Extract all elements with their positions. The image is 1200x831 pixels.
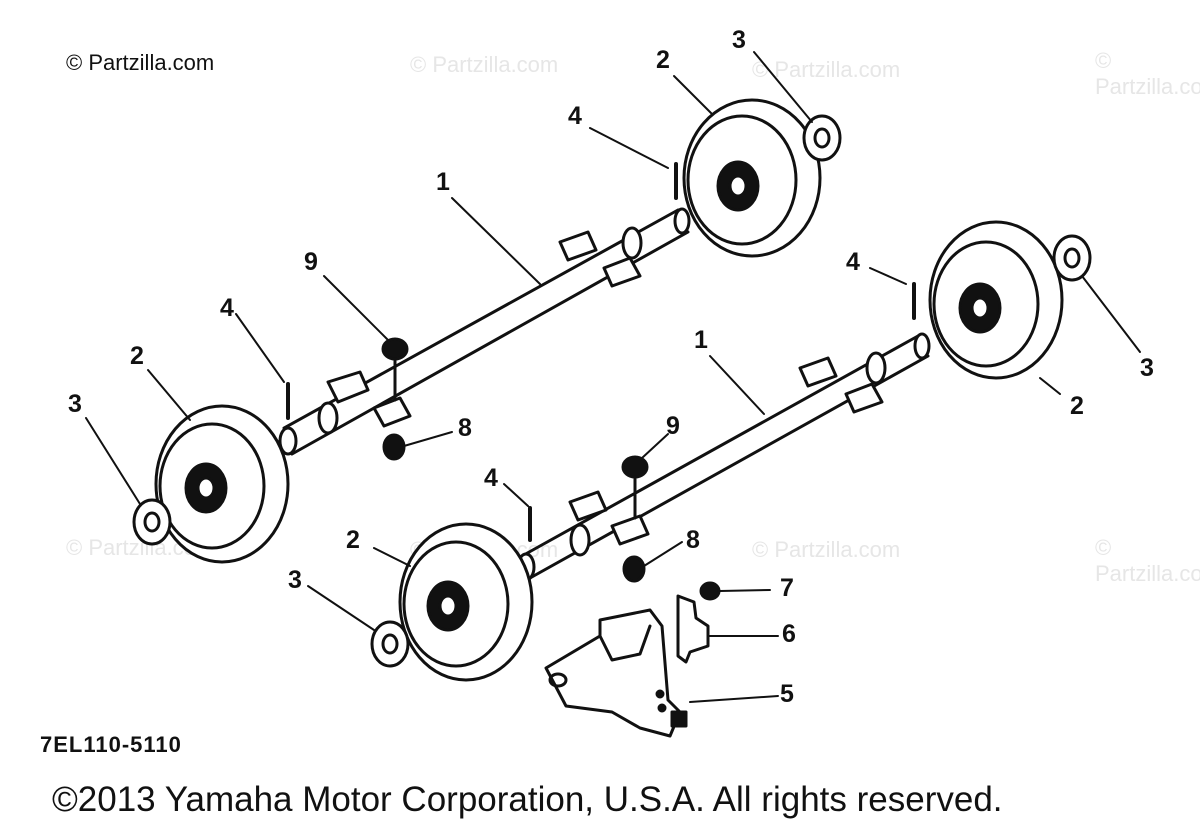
callout-part-3: 3 <box>288 566 302 594</box>
callout-part-6: 6 <box>782 620 796 648</box>
callout-part-1: 1 <box>694 326 708 354</box>
callout-part-5: 5 <box>780 680 794 708</box>
callout-part-2: 2 <box>130 342 144 370</box>
watermark: © Partzilla.com <box>752 537 901 562</box>
flange-washer <box>381 337 649 520</box>
washer <box>802 114 842 162</box>
callout-part-3: 3 <box>68 390 82 418</box>
watermark: © Partzilla.com <box>410 52 559 77</box>
callout-part-2: 2 <box>1070 392 1084 420</box>
diagram-code: 7EL110-5110 <box>40 732 182 757</box>
callout-part-1: 1 <box>436 168 450 196</box>
watermark: © Partzilla.com <box>1095 535 1200 586</box>
copyright-notice: ©2013 Yamaha Motor Corporation, U.S.A. A… <box>52 780 1003 819</box>
hitch-bracket <box>544 608 688 738</box>
callout-part-4: 4 <box>220 294 234 322</box>
wheel-left <box>154 404 290 564</box>
watermark: © Partzilla.com <box>1095 48 1200 99</box>
callout-part-3: 3 <box>732 26 746 54</box>
axle-upper <box>278 207 691 456</box>
washer <box>132 498 172 546</box>
callout-part-9: 9 <box>304 248 318 276</box>
washer <box>370 620 410 668</box>
wheel-right <box>928 220 1064 380</box>
cotter-pin <box>286 162 916 542</box>
small-nut <box>699 581 721 601</box>
watermark: © Partzilla.com <box>752 57 901 82</box>
callout-part-8: 8 <box>686 526 700 554</box>
wheel-bottom <box>398 522 534 682</box>
brand-watermark: © Partzilla.com <box>66 50 215 75</box>
leader-lines <box>85 51 1141 703</box>
callout-part-4: 4 <box>484 464 498 492</box>
callout-part-4: 4 <box>846 248 860 276</box>
callout-part-3: 3 <box>1140 354 1154 382</box>
callout-part-2: 2 <box>656 46 670 74</box>
callout-part-2: 2 <box>346 526 360 554</box>
callout-part-9: 9 <box>666 412 680 440</box>
callout-part-7: 7 <box>780 574 794 602</box>
callout-part-8: 8 <box>458 414 472 442</box>
washer <box>1052 234 1092 282</box>
axle-lower <box>516 332 931 582</box>
wheel-top-right <box>682 98 822 258</box>
nut <box>382 433 646 583</box>
clip-plate <box>676 594 710 664</box>
callout-part-4: 4 <box>568 102 582 130</box>
